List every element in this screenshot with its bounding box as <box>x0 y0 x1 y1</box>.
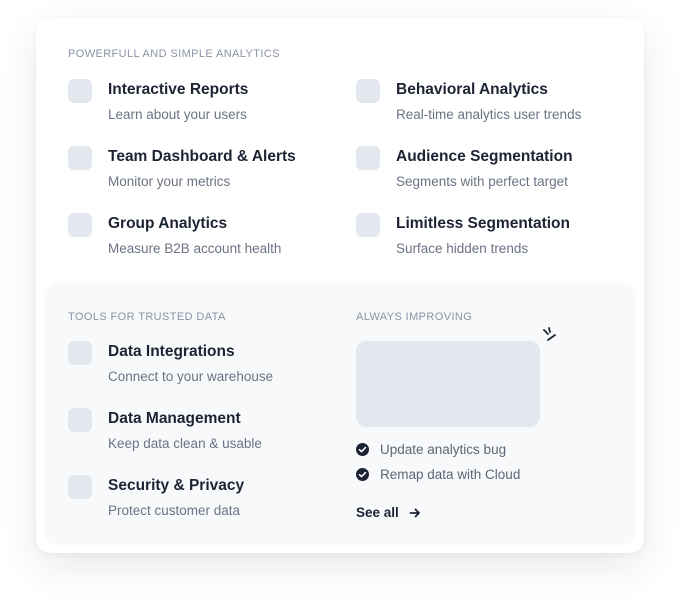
menu-item-title: Group Analytics <box>108 215 228 232</box>
menu-item-subtitle: Measure B2B account health <box>108 241 282 256</box>
data-management-icon <box>68 408 92 432</box>
interactive-reports-icon <box>68 79 92 103</box>
behavioral-analytics-icon <box>356 79 380 103</box>
menu-item-subtitle: Learn about your users <box>108 107 247 122</box>
check-circle-icon <box>356 443 369 456</box>
improving-section-label: ALWAYS IMPROVING <box>356 311 473 323</box>
menu-item-title: Data Integrations <box>108 343 235 360</box>
menu-item-title: Interactive Reports <box>108 81 249 98</box>
menu-item-data-management[interactable]: Data Management Keep data clean & usable <box>68 408 328 458</box>
sparkle-icon <box>543 327 556 341</box>
update-preview-image[interactable] <box>356 341 540 427</box>
data-integrations-icon <box>68 341 92 365</box>
update-item-label: Update analytics bug <box>380 442 507 457</box>
menu-card: POWERFULL AND SIMPLE ANALYTICS Interacti… <box>36 18 644 553</box>
audience-segmentation-icon <box>356 146 380 170</box>
tools-section-label: TOOLS FOR TRUSTED DATA <box>68 311 226 323</box>
update-item-label: Remap data with Cloud <box>380 467 521 482</box>
menu-item-interactive-reports[interactable]: Interactive Reports Learn about your use… <box>68 79 328 129</box>
arrow-right-icon <box>409 508 421 518</box>
menu-item-title: Security & Privacy <box>108 477 245 494</box>
limitless-segmentation-icon <box>356 213 380 237</box>
menu-item-limitless-segmentation[interactable]: Limitless Segmentation Surface hidden tr… <box>356 213 626 263</box>
menu-item-title: Team Dashboard & Alerts <box>108 148 296 165</box>
menu-item-group-analytics[interactable]: Group Analytics Measure B2B account heal… <box>68 213 328 263</box>
security-privacy-icon <box>68 475 92 499</box>
menu-item-subtitle: Surface hidden trends <box>396 241 529 256</box>
team-dashboard-icon <box>68 146 92 170</box>
analytics-section-label: POWERFULL AND SIMPLE ANALYTICS <box>68 48 280 60</box>
menu-item-data-integrations[interactable]: Data Integrations Connect to your wareho… <box>68 341 328 391</box>
check-circle-icon <box>356 468 369 481</box>
menu-item-title: Audience Segmentation <box>396 148 573 165</box>
menu-item-subtitle: Segments with perfect target <box>396 174 568 189</box>
menu-item-behavioral-analytics[interactable]: Behavioral Analytics Real-time analytics… <box>356 79 626 129</box>
see-all-label: See all <box>356 505 399 520</box>
group-analytics-icon <box>68 213 92 237</box>
menu-item-subtitle: Protect customer data <box>108 503 241 518</box>
menu-item-subtitle: Connect to your warehouse <box>108 369 274 384</box>
menu-item-title: Limitless Segmentation <box>396 215 570 232</box>
menu-item-title: Behavioral Analytics <box>396 81 548 98</box>
menu-item-title: Data Management <box>108 410 241 427</box>
menu-item-security-privacy[interactable]: Security & Privacy Protect customer data <box>68 475 328 525</box>
bottom-panel: TOOLS FOR TRUSTED DATA Data Integrations… <box>44 283 636 545</box>
see-all-link[interactable]: See all <box>356 504 421 522</box>
menu-item-subtitle: Monitor your metrics <box>108 174 231 189</box>
menu-item-team-dashboard[interactable]: Team Dashboard & Alerts Monitor your met… <box>68 146 328 196</box>
menu-item-subtitle: Keep data clean & usable <box>108 436 262 451</box>
menu-item-subtitle: Real-time analytics user trends <box>396 107 582 122</box>
menu-item-audience-segmentation[interactable]: Audience Segmentation Segments with perf… <box>356 146 626 196</box>
